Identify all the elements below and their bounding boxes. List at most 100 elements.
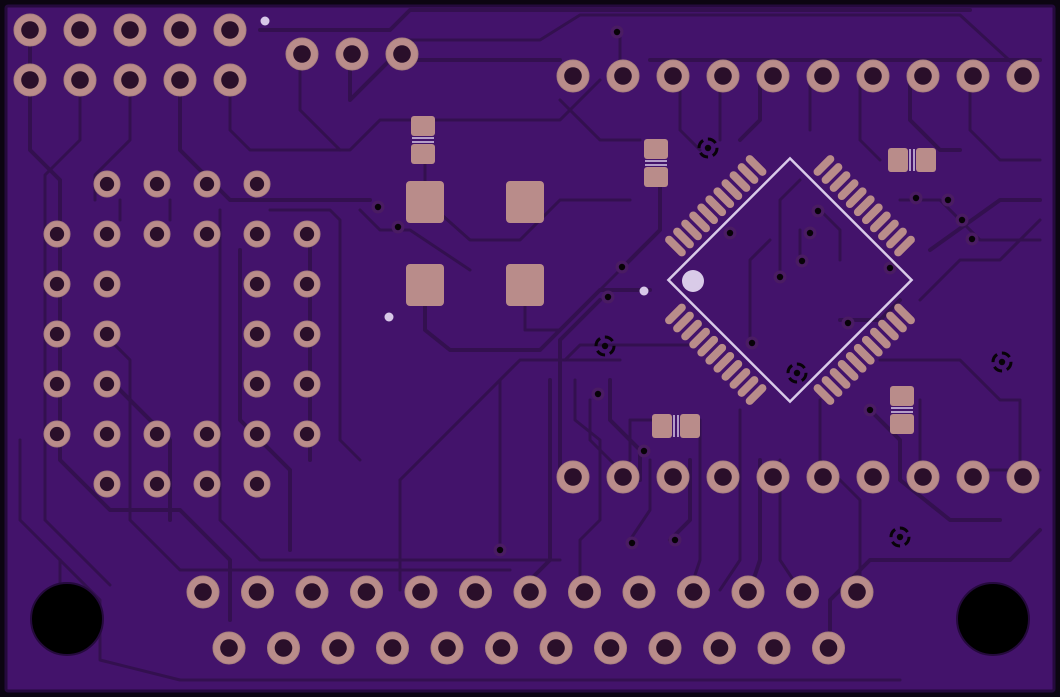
- pin-grid-pin: [93, 470, 121, 498]
- via-hole: [748, 339, 756, 347]
- qfp-pad-row: [813, 155, 915, 257]
- pad-hole: [121, 71, 139, 89]
- pad-hole: [220, 639, 238, 657]
- pad-hole: [383, 639, 402, 657]
- via-hole: [886, 264, 894, 272]
- pad-hole: [564, 67, 582, 85]
- header-top-right-pin: [656, 59, 690, 93]
- via-hole: [594, 390, 602, 398]
- via-hole: [613, 28, 621, 36]
- pin-grid-pin: [243, 420, 271, 448]
- pad-hole: [21, 21, 39, 39]
- qfp-pad: [745, 155, 767, 176]
- pad-hole: [765, 639, 783, 657]
- header-top-right-pin: [956, 59, 990, 93]
- pad-hole: [194, 583, 212, 601]
- qfp-pad: [665, 303, 686, 325]
- pad-hole: [99, 226, 115, 242]
- qfp-outline: [666, 156, 914, 404]
- header-top-left-pin: [163, 13, 197, 47]
- pad-hole: [964, 67, 982, 85]
- passive-pad: [644, 167, 668, 187]
- pin-grid-pin: [43, 220, 71, 248]
- via-hole: [374, 203, 382, 211]
- qfp-pad: [681, 219, 702, 241]
- via-hole: [496, 546, 504, 554]
- qfp-pad: [853, 343, 875, 365]
- pad-hole: [49, 426, 65, 442]
- pad-hole: [521, 583, 539, 601]
- header-bottom-pin: [321, 631, 355, 665]
- pin-grid-pin: [43, 420, 71, 448]
- mounting-hole: [956, 582, 1030, 656]
- header-bottom-pin: [677, 575, 710, 609]
- pad-hole: [412, 583, 430, 601]
- pad-hole: [299, 376, 315, 392]
- pad-hole: [914, 67, 932, 85]
- pad-hole: [343, 45, 361, 63]
- pin-grid-pin: [143, 470, 171, 498]
- header-bottom-pin: [295, 575, 329, 609]
- thermal-ring: [786, 362, 808, 384]
- pad-hole: [1014, 67, 1032, 85]
- via-hole: [844, 319, 852, 327]
- header-mid-right-pin: [556, 460, 590, 494]
- pin-grid-pin: [93, 370, 121, 398]
- header-bottom-pin: [648, 631, 682, 665]
- pad-hole: [149, 476, 165, 492]
- trace: [258, 8, 972, 32]
- qfp-pad: [689, 211, 710, 233]
- silkscreen: [260, 16, 704, 322]
- qfp-pad: [745, 384, 767, 405]
- trace: [588, 398, 622, 472]
- thermal-hole: [704, 144, 712, 152]
- pad-hole: [199, 226, 215, 242]
- qfp-pad: [829, 171, 851, 192]
- header-mid-right-pin: [906, 460, 940, 494]
- pad-hole: [684, 583, 703, 601]
- pin-grid-pin: [193, 220, 221, 248]
- trace: [348, 53, 562, 102]
- pad-hole: [249, 176, 265, 192]
- pad-hole: [964, 468, 982, 486]
- trace: [558, 298, 602, 472]
- crystal-pad: [506, 264, 544, 306]
- pad-hole: [299, 426, 315, 442]
- qfp-pad: [737, 163, 759, 184]
- qfp-pad: [721, 360, 743, 381]
- thermal-via: [991, 351, 1013, 373]
- pin-grid-pin: [93, 170, 121, 198]
- pin-grid-pin: [193, 170, 221, 198]
- trace: [218, 208, 562, 562]
- thermal-ring: [594, 335, 616, 357]
- qfp-pad: [861, 203, 883, 225]
- qfp-pad: [861, 335, 883, 357]
- trace: [718, 408, 742, 592]
- pad-hole: [49, 376, 65, 392]
- pin-grid-pin: [293, 220, 321, 248]
- header-bottom-pin: [757, 631, 791, 665]
- qfp-pad: [713, 351, 735, 373]
- crystal-pad: [406, 264, 444, 306]
- via-hole: [776, 273, 784, 281]
- through-hole-pads: [13, 13, 1040, 665]
- trace: [98, 328, 512, 572]
- trace: [908, 78, 962, 152]
- header-bottom-pin: [212, 631, 246, 665]
- passive-component: [411, 116, 435, 164]
- pad-hole: [1014, 468, 1032, 486]
- qfp-pad: [721, 179, 743, 200]
- trace: [668, 458, 692, 542]
- pin-grid-pin: [243, 470, 271, 498]
- trace: [628, 418, 662, 462]
- qfp-pad: [737, 376, 759, 397]
- passive-pad: [916, 148, 936, 172]
- header-mid-right-pin: [706, 460, 740, 494]
- pad-hole: [814, 468, 832, 486]
- pad-hole: [249, 376, 265, 392]
- header-top-right-pin: [606, 59, 640, 93]
- header-mid-right-pin: [856, 460, 890, 494]
- pin-grid-pin: [93, 220, 121, 248]
- qfp-pad: [729, 368, 751, 389]
- header-top-left-pin: [213, 13, 247, 47]
